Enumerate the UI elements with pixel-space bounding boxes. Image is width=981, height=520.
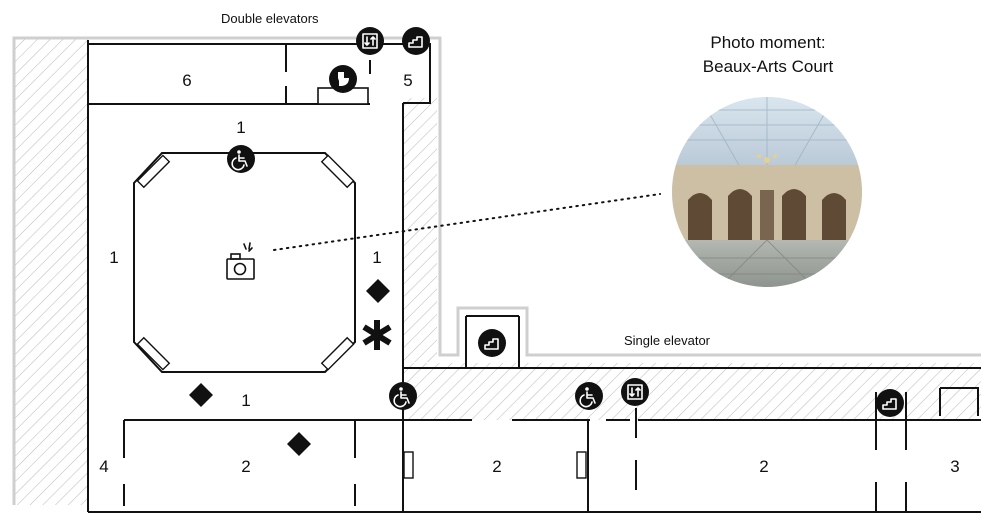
accessible-icon bbox=[575, 382, 603, 410]
central-court bbox=[133, 152, 356, 373]
stairs-icon bbox=[402, 27, 430, 55]
room-1-left-label: 1 bbox=[109, 248, 118, 267]
elevator-icon bbox=[621, 378, 649, 406]
accessible-icon bbox=[389, 382, 417, 410]
room-5-label: 5 bbox=[403, 71, 412, 90]
stairs-icon bbox=[478, 329, 506, 357]
room-1-top-label: 1 bbox=[236, 118, 245, 137]
room-2-label: 2 bbox=[759, 457, 768, 476]
photo-moment-title: Photo moment: bbox=[710, 33, 825, 52]
room-3-label: 3 bbox=[950, 457, 959, 476]
camera-icon bbox=[226, 242, 255, 280]
asterisk-marker-icon bbox=[362, 320, 392, 350]
diamond-marker-icon bbox=[189, 383, 213, 407]
building-walls bbox=[87, 40, 981, 513]
elevator-icon bbox=[356, 27, 384, 55]
hatched-exterior bbox=[14, 38, 981, 505]
diamond-marker-icon bbox=[366, 279, 390, 303]
room-6-label: 6 bbox=[182, 71, 191, 90]
double-elevators-label: Double elevators bbox=[221, 11, 319, 26]
accessible-icon bbox=[227, 145, 255, 173]
room-2-label: 2 bbox=[492, 457, 501, 476]
room-4-label: 4 bbox=[99, 457, 108, 476]
room-1-bottom-label: 1 bbox=[241, 391, 250, 410]
outer-boundary bbox=[12, 36, 981, 505]
room-2-label: 2 bbox=[241, 457, 250, 476]
beaux-arts-court-photo bbox=[672, 97, 862, 287]
single-elevator-label: Single elevator bbox=[624, 333, 711, 348]
stairs-icon bbox=[876, 389, 904, 417]
photo-moment-subtitle: Beaux-Arts Court bbox=[703, 57, 834, 76]
photo-leader-line bbox=[273, 193, 661, 251]
restroom-icon bbox=[329, 65, 357, 93]
room-1-right-label: 1 bbox=[372, 248, 381, 267]
diamond-marker-icon bbox=[287, 432, 311, 456]
